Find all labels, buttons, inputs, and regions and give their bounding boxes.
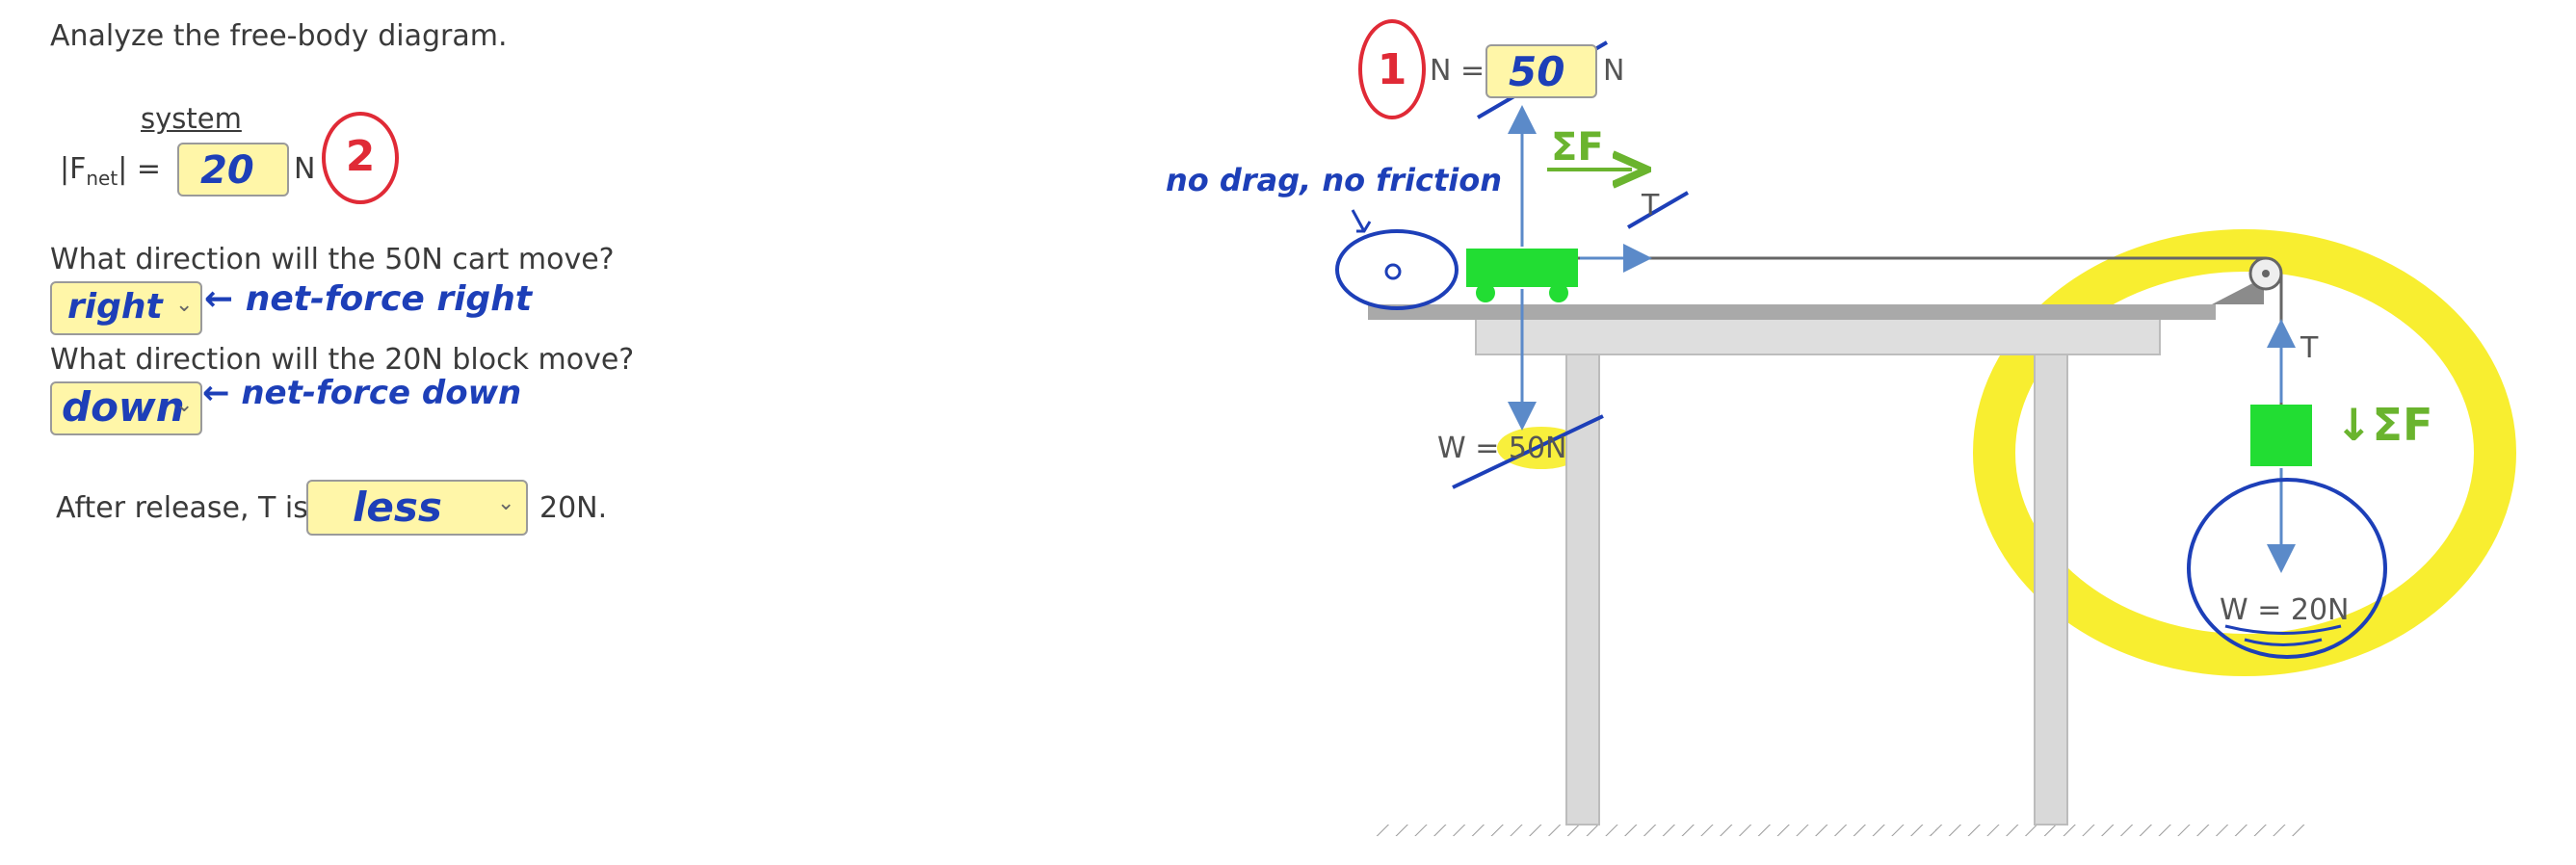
cart-question: What direction will the 50N cart move? <box>50 243 615 276</box>
block-note: ← net-force down <box>202 374 522 412</box>
fnet-unit: N <box>294 152 316 186</box>
normal-input[interactable]: 50 <box>1485 44 1597 98</box>
block-weight-label: W = 20N <box>2220 593 2350 627</box>
table-top <box>1368 304 2216 320</box>
block-direction-select[interactable]: down ⌄ <box>50 381 202 435</box>
ground <box>1376 825 2310 836</box>
cart-wheel-left <box>1476 283 1495 302</box>
chevron-down-icon: ⌄ <box>175 293 194 317</box>
chevron-down-icon: ⌄ <box>175 393 194 417</box>
cart-direction-value: right <box>67 287 163 327</box>
sketched-block-circle <box>2187 478 2387 659</box>
prompt-text: Analyze the free-body diagram. <box>50 19 508 53</box>
table-leg-right <box>2034 352 2068 826</box>
fnet-label: |Fnet| = <box>60 152 161 190</box>
cart-note: ← net-force right <box>204 279 533 319</box>
table-leg-left <box>1565 352 1600 826</box>
tension-value: less <box>353 484 442 531</box>
block-question: What direction will the 20N block move? <box>50 343 635 377</box>
annotation-circle-1: 1 <box>1358 19 1426 119</box>
annotation-circle-2: 2 <box>322 112 399 204</box>
table-apron <box>1475 317 2161 355</box>
sum-f-right-label: ΣF <box>1551 125 1604 170</box>
cart-body <box>1466 249 1578 287</box>
normal-unit: N <box>1603 54 1625 88</box>
sketched-wheel <box>1335 229 1459 310</box>
cart-weight-label: W = 50N <box>1437 432 1567 465</box>
chevron-down-icon: ⌄ <box>497 491 515 515</box>
highlight-weight <box>1497 427 1586 469</box>
hanging-block <box>2250 405 2312 466</box>
cart-wheel-right <box>1549 283 1568 302</box>
cart-direction-select[interactable]: right ⌄ <box>50 281 202 335</box>
pulley-bracket <box>2212 277 2264 304</box>
tension-select[interactable]: less ⌄ <box>306 480 528 536</box>
tension-cart-label: T <box>1642 189 1660 223</box>
tension-block-label: T <box>2300 331 2319 365</box>
sum-f-down-label: ↓ΣF <box>2335 399 2433 451</box>
friction-pointer <box>1351 209 1372 233</box>
fnet-superscript: system <box>141 102 242 135</box>
highlight-block-region <box>1973 229 2516 676</box>
normal-label: N = <box>1430 54 1485 88</box>
fnet-value: 20 <box>200 148 254 193</box>
tension-prefix: After release, T is <box>56 491 308 525</box>
block-direction-value: down <box>62 383 185 431</box>
friction-note: no drag, no friction <box>1166 162 1502 198</box>
tension-suffix: 20N. <box>539 491 608 525</box>
fnet-input[interactable]: 20 <box>177 143 289 197</box>
normal-value: 50 <box>1509 48 1565 95</box>
